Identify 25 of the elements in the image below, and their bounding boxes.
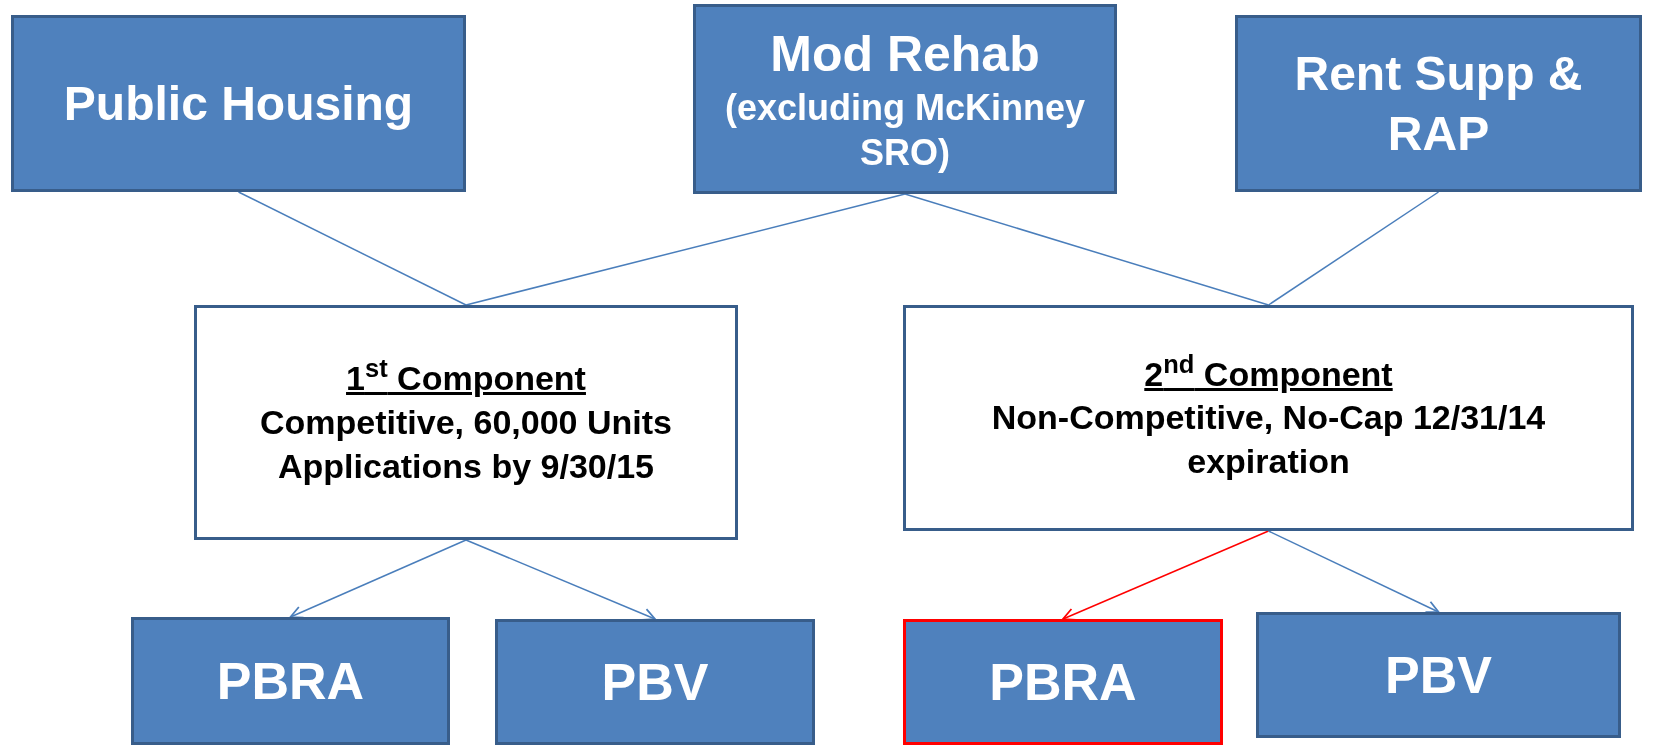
program-label: PBV — [601, 652, 709, 713]
program-box — [11, 15, 466, 192]
component-heading: 1$^{st}$ Component — [346, 357, 586, 400]
arrow — [289, 539, 467, 619]
connector-line — [237, 191, 467, 306]
program-title: Public Housing — [62, 75, 415, 132]
program-box — [903, 619, 1223, 745]
program-label: PBRA — [989, 652, 1137, 713]
program-box — [131, 617, 450, 745]
connector-line — [465, 193, 906, 306]
arrow — [465, 539, 656, 621]
program-box — [1256, 612, 1621, 738]
program-box — [1235, 15, 1642, 192]
program-label: PBRA — [216, 651, 365, 712]
program-label: PBV — [1385, 645, 1492, 706]
arrow — [1267, 530, 1440, 614]
program-title: Rent Supp & RAP — [1293, 45, 1584, 162]
arrow — [1062, 530, 1270, 621]
component-heading: 2$^{nd}$ Component — [1144, 352, 1393, 395]
connector-line — [1267, 191, 1440, 306]
program-box — [495, 619, 815, 745]
program-note: (excluding McKinney SRO) — [723, 86, 1087, 176]
program-box — [693, 4, 1117, 194]
program-title: Mod Rehab — [769, 24, 1041, 84]
connector-line — [904, 193, 1270, 306]
